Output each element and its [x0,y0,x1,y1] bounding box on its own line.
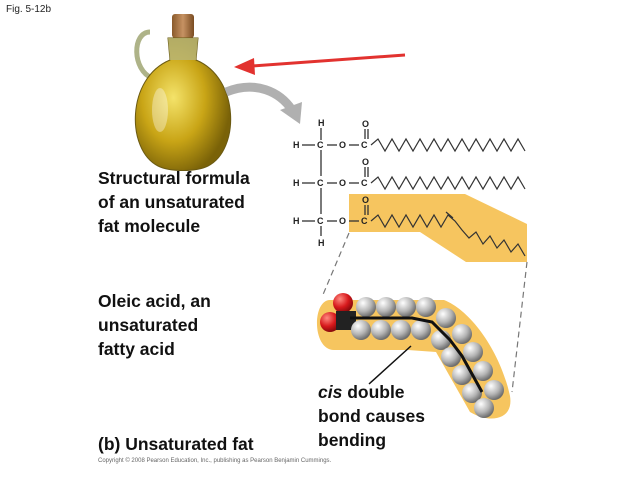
label-line: bond causes [318,406,425,426]
cis-italic: cis [318,382,343,402]
cis-label-line-1: cis double [318,380,425,404]
panel-part-label: (b) [98,434,121,454]
cis-pointer-line [368,345,412,385]
atom-o: O [339,178,346,188]
label-line: of an unsaturated [98,192,245,212]
zoom-line-left [321,232,350,298]
formula-highlight [349,194,527,262]
panel-title-text: Unsaturated fat [125,434,254,454]
cis-bond-label: cis double bond causes bending [318,380,425,452]
atom-o: O [362,157,369,167]
atom-c: C [361,216,368,226]
label-line: fatty acid [98,339,175,359]
copyright-notice: Copyright © 2008 Pearson Education, Inc.… [98,458,332,464]
atom-h: H [293,178,300,188]
figure-label: Fig. 5-12b [6,4,52,15]
atom-c: C [317,178,324,188]
structural-formula-label: Structural formula of an unsaturated fat… [98,166,250,238]
label-line: bending [318,430,387,450]
oil-bottle-icon [134,14,232,171]
atom-c: C [361,178,368,188]
label-line: Structural formula [98,168,250,188]
atom-c: C [317,140,324,150]
label-line: fat molecule [98,216,201,236]
atom-c: C [317,216,324,226]
structural-formula: H H C O C O H C O C O H C O C O H [293,118,526,257]
atom-o: O [339,140,346,150]
label-line: Oleic acid, an [98,291,211,311]
atom-c: C [361,140,368,150]
oleic-acid-label: Oleic acid, an unsaturated fatty acid [98,289,211,361]
cis-rest: double [342,382,405,402]
zoom-line-right [511,261,528,393]
red-arrow-icon [234,53,406,75]
gray-curved-arrow-icon [224,82,302,124]
panel-title: (b) Unsaturated fat [98,432,254,456]
atom-o: O [339,216,346,226]
atom-h: H [293,140,300,150]
label-line: unsaturated [98,315,199,335]
atom-h: H [318,118,325,128]
atom-o: O [362,195,369,205]
atom-o: O [362,119,369,129]
atom-h: H [293,216,300,226]
oleic-acid-space-filling-model [316,293,511,419]
atom-h: H [318,238,325,248]
